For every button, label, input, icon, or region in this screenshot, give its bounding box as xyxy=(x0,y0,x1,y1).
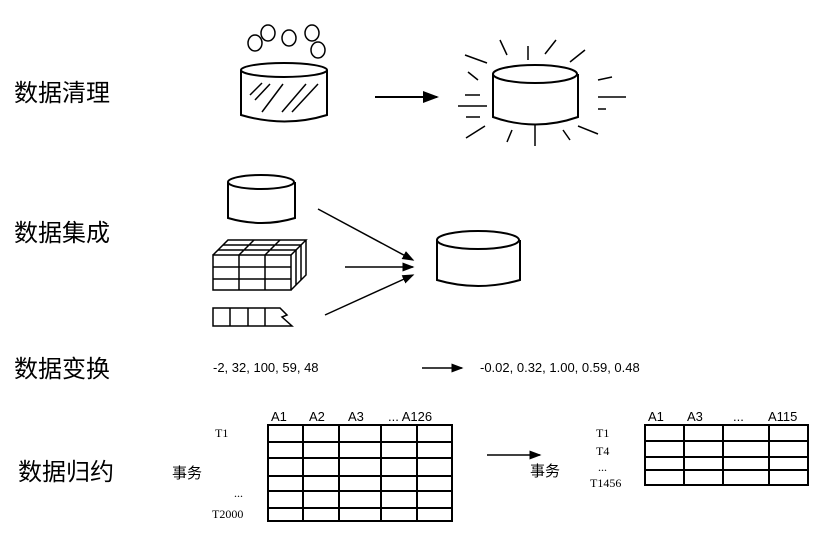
column-header: A2 xyxy=(309,409,325,424)
reduced-data-table: 事务 A1 A3 ... A115 T1 T4 ... T1456 xyxy=(530,409,809,490)
row-label: ... xyxy=(234,486,243,500)
column-header: A1 xyxy=(648,409,664,424)
integrated-database-icon xyxy=(436,230,521,287)
column-header: ... A126 xyxy=(388,409,432,424)
row-label: T1 xyxy=(215,426,228,440)
column-header: ... xyxy=(733,409,744,424)
flat-file-icon xyxy=(212,307,294,327)
row-label: T4 xyxy=(596,444,609,458)
column-header: A1 xyxy=(271,409,287,424)
row-label: ... xyxy=(598,460,607,474)
dirty-database-icon xyxy=(240,24,328,123)
label-data-transformation: 数据变换 xyxy=(14,355,110,383)
label-data-reduction: 数据归约 xyxy=(18,458,114,486)
arrow-integration-3 xyxy=(324,274,415,316)
row-label: T1 xyxy=(596,426,609,440)
source-database-icon xyxy=(227,174,296,224)
original-data-table: A1 A2 A3 ... A126 T1 ... T2000 事务 xyxy=(172,409,453,522)
row-label: T1456 xyxy=(590,476,621,490)
row-label: T2000 xyxy=(212,507,243,521)
column-header: A115 xyxy=(768,409,797,424)
label-data-cleaning: 数据清理 xyxy=(14,79,110,107)
column-header: A3 xyxy=(348,409,364,424)
transform-input-values: -2, 32, 100, 59, 48 xyxy=(213,360,319,375)
label-data-integration: 数据集成 xyxy=(14,219,110,247)
transactions-label: 事务 xyxy=(530,462,560,480)
data-cube-icon xyxy=(212,239,308,291)
arrow-integration-1 xyxy=(317,208,415,261)
column-header: A3 xyxy=(687,409,703,424)
transactions-label: 事务 xyxy=(172,464,202,482)
transform-output-values: -0.02, 0.32, 1.00, 0.59, 0.48 xyxy=(480,360,640,375)
clean-database-icon xyxy=(458,39,626,146)
